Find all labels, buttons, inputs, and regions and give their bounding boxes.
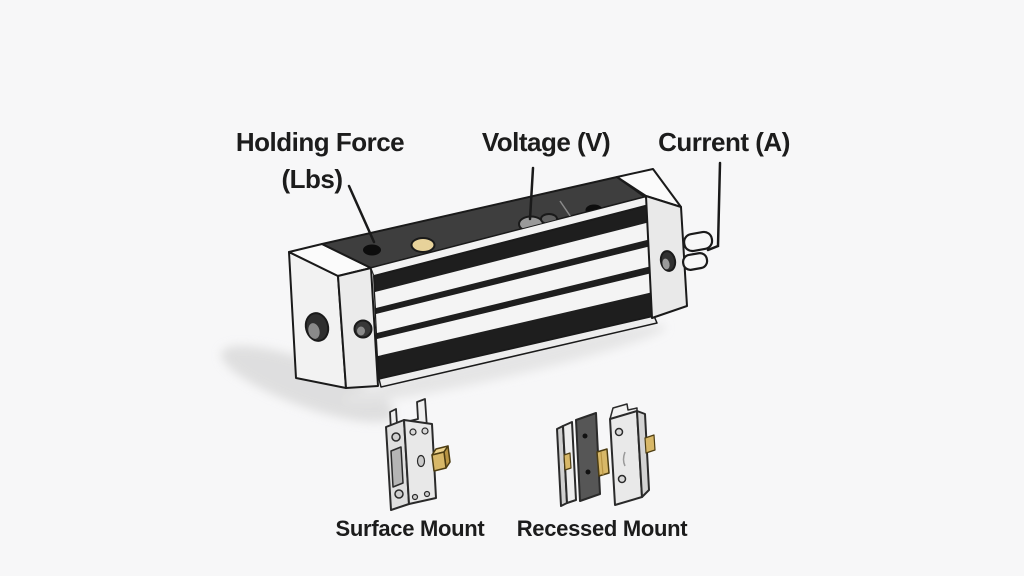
- recessed-right-mark: [622, 451, 626, 467]
- current-leader-line: [706, 161, 722, 252]
- leader-lines: [347, 161, 722, 252]
- maglock-illustration: [288, 168, 714, 389]
- recessed-right-screw-top: [614, 427, 624, 437]
- current-label: Current (A): [658, 127, 790, 157]
- left-cap-side-hole-highlight: [308, 323, 320, 339]
- shadow-right: [344, 324, 666, 404]
- device-shadow: [221, 324, 666, 423]
- holding-force-unit-label: (Lbs): [281, 164, 342, 194]
- gold-sensor-hole: [410, 237, 436, 253]
- surface-mount-body-screw-2: [421, 427, 429, 435]
- mounting-hole-left: [363, 244, 381, 256]
- surface-mount-label: Surface Mount: [336, 516, 486, 541]
- connector-pin-top: [682, 230, 714, 253]
- connector-pin-bottom: [681, 252, 709, 271]
- recessed-mount-label: Recessed Mount: [517, 516, 689, 541]
- magnet-laminations: [375, 222, 653, 356]
- bolt-front-face: [431, 451, 447, 472]
- recessed-dark-plate-hole-2: [585, 469, 591, 475]
- surface-mount-icon: [385, 398, 451, 511]
- surface-mount-screw-top: [391, 432, 401, 442]
- voltage-leader-line: [528, 166, 535, 221]
- left-cap-front-hole-highlight: [357, 326, 365, 336]
- lamination-strip-1: [375, 222, 651, 308]
- lamination-strip-3: [377, 273, 653, 356]
- surface-mount-screw-bottom: [394, 489, 404, 499]
- recessed-center-bolt: [596, 448, 610, 477]
- surface-mount-keyhole: [416, 454, 426, 468]
- power-connector-pins: [681, 230, 714, 271]
- recessed-right-block-side: [636, 410, 650, 498]
- recessed-center-bolt-shade: [600, 451, 604, 476]
- holding-force-label: Holding Force: [236, 127, 404, 157]
- holding-force-leader-line: [347, 184, 376, 244]
- recessed-left-bolt-nub: [563, 452, 572, 471]
- recessed-dark-plate: [575, 412, 601, 502]
- recessed-dark-plate-hole-1: [582, 433, 588, 439]
- voltage-label: Voltage (V): [482, 127, 610, 157]
- surface-mount-foot-1: [411, 493, 419, 501]
- surface-mount-body-screw-1: [409, 428, 417, 436]
- lamination-strip-2: [376, 246, 652, 333]
- surface-mount-recess: [390, 446, 404, 488]
- recessed-mount-icon: [556, 403, 656, 507]
- recessed-right-bolt-stub: [644, 434, 656, 454]
- recessed-right-screw-bottom: [617, 474, 627, 484]
- right-cap-hole-highlight: [662, 258, 670, 270]
- surface-mount-foot-2: [423, 490, 431, 498]
- bottom-chamfer-strip: [378, 315, 658, 388]
- surface-mount-bolt: [431, 445, 451, 472]
